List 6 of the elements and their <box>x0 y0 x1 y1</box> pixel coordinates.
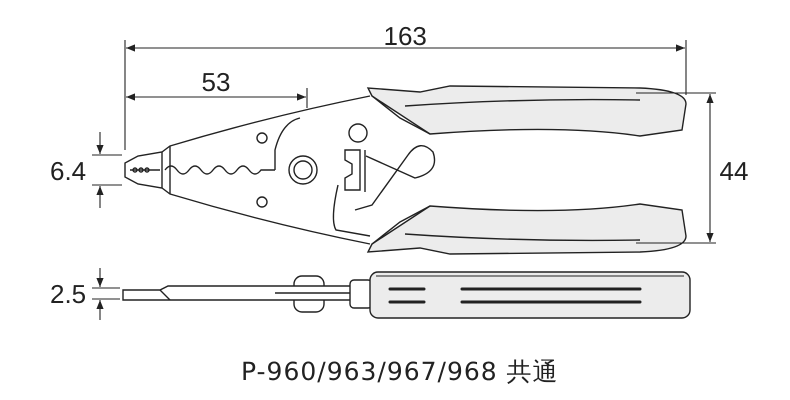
dimension-label: 53 <box>202 68 230 96</box>
dimension-label: 163 <box>384 22 427 50</box>
dimension-label: 44 <box>720 157 748 185</box>
caption: P-960/963/967/968 共通 <box>241 358 559 386</box>
dimension-label: 6.4 <box>50 157 86 185</box>
dimension-label: 2.5 <box>50 280 86 308</box>
